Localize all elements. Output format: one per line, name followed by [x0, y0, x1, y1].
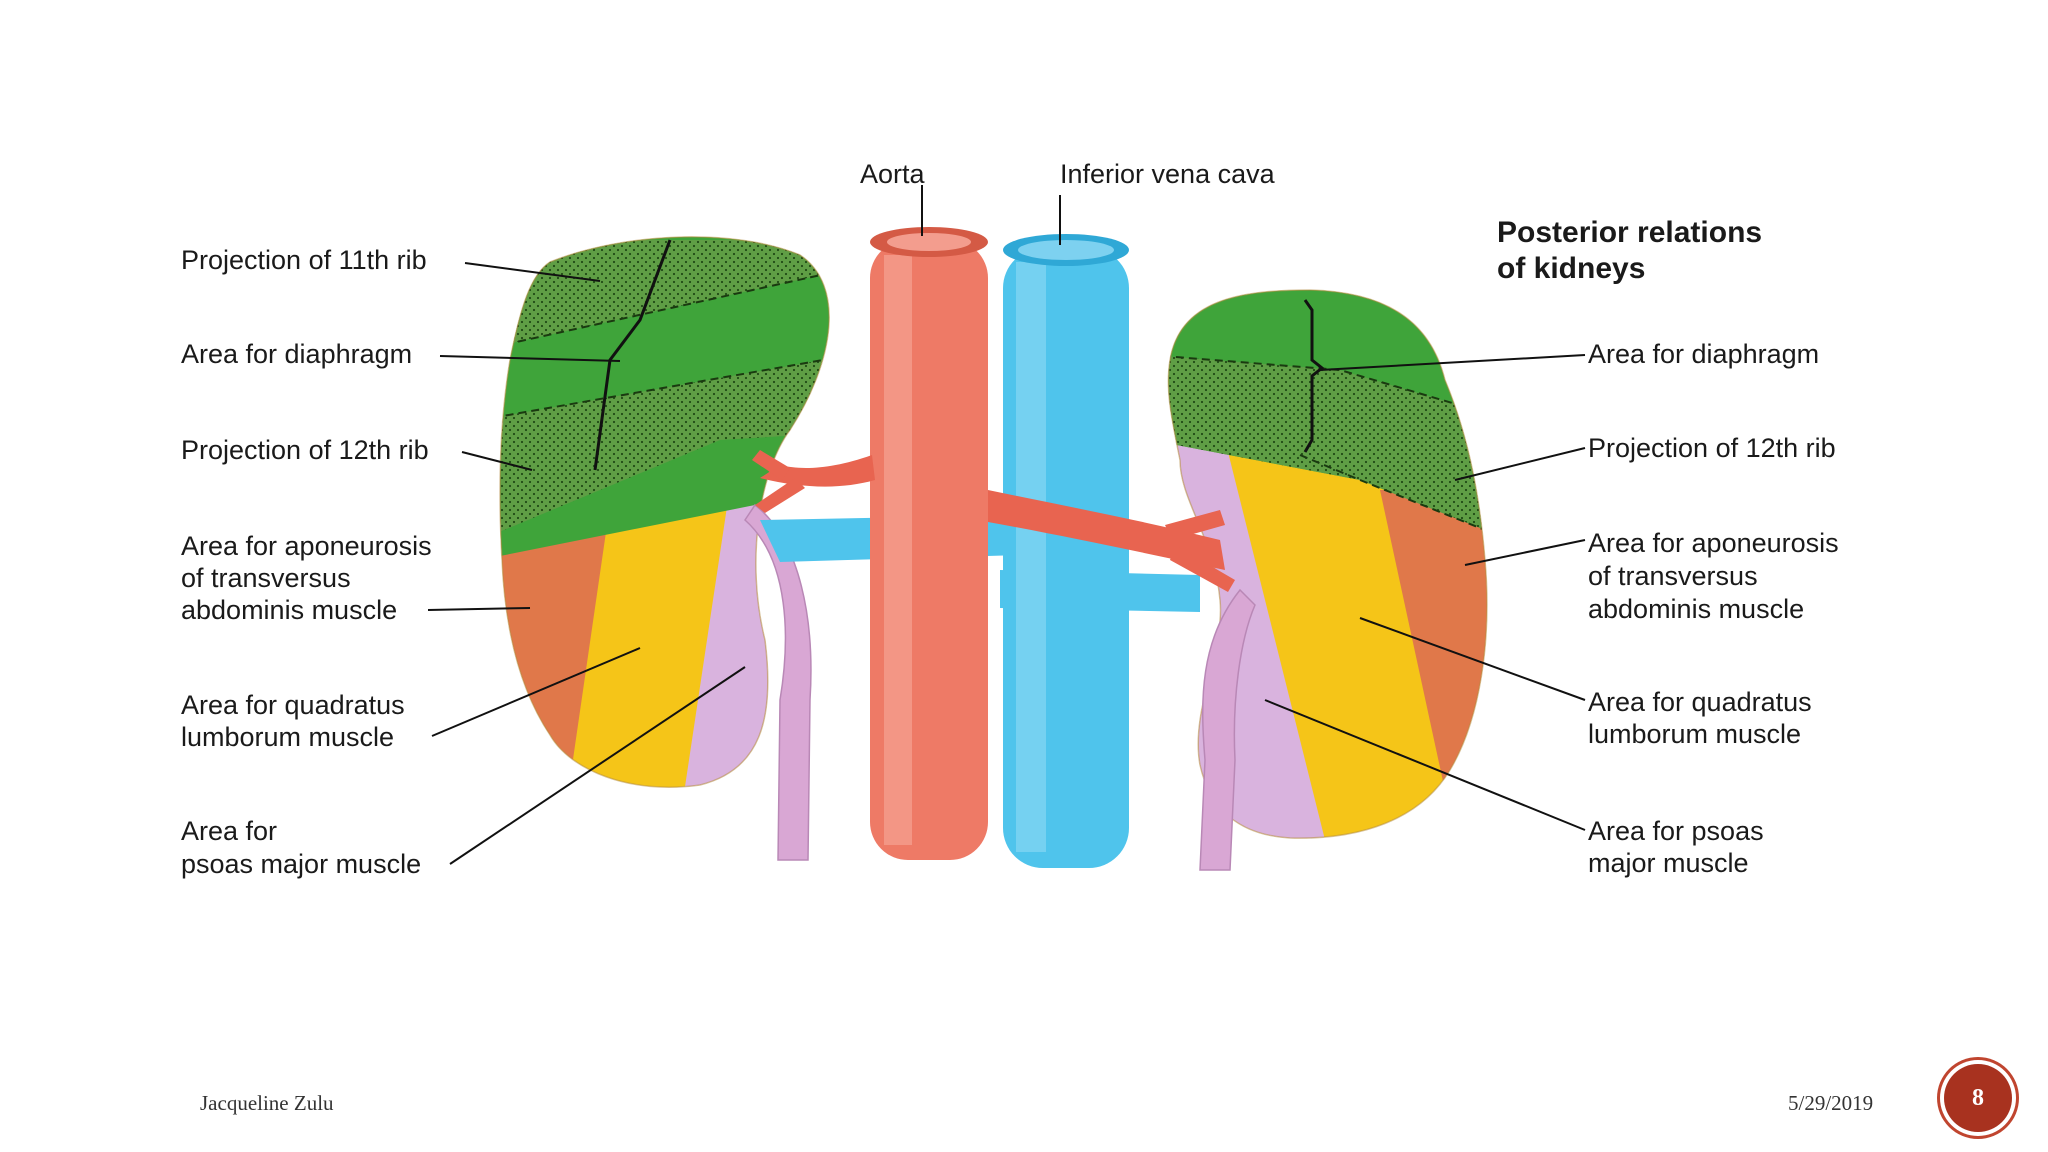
left-11th-rib-band — [500, 240, 830, 350]
leader-left-quadratus — [431, 647, 641, 737]
label-left-quadratus-1: Area for quadratus — [181, 690, 405, 720]
label-right-diaphragm: Area for diaphragm — [1588, 339, 1820, 369]
right-renal-artery — [988, 490, 1225, 570]
label-left-aponeurosis-3: abdominis muscle — [181, 595, 398, 625]
leader-right-psoas — [1264, 699, 1586, 831]
label-left-aponeurosis-1: Area for aponeurosis — [181, 531, 432, 561]
footer-author: Jacqueline Zulu — [200, 1091, 334, 1115]
label-right-12th-rib: Projection of 12th rib — [1588, 433, 1836, 463]
label-left-11th-rib: Projection of 11th rib — [181, 245, 427, 275]
leader-right-aponeurosis — [1464, 539, 1586, 566]
label-left-quadratus-2: lumborum muscle — [181, 722, 395, 752]
aorta — [752, 227, 1235, 860]
label-right-aponeurosis-1: Area for aponeurosis — [1588, 528, 1839, 558]
label-right-psoas-2: major muscle — [1588, 848, 1749, 878]
page-number-badge: 8 — [1944, 1064, 2012, 1132]
leader-left-11th-rib — [464, 262, 601, 282]
leader-right-quadratus — [1359, 617, 1586, 701]
left-renal-artery — [760, 455, 875, 487]
page-number: 8 — [1972, 1084, 1984, 1111]
left-12th-rib-band — [500, 350, 830, 540]
label-left-diaphragm: Area for diaphragm — [181, 339, 413, 369]
label-right-quadratus-1: Area for quadratus — [1588, 687, 1812, 717]
right-12th-rib-band — [1168, 355, 1487, 540]
leader-left-psoas — [449, 666, 746, 865]
leader-right-12th-rib — [1454, 447, 1586, 481]
leader-right-diaphragm — [1319, 354, 1586, 371]
diagram-title-line2: of kidneys — [1497, 252, 1646, 285]
label-inferior-vena-cava: Inferior vena cava — [1060, 159, 1275, 189]
leader-left-12th-rib — [461, 451, 533, 471]
label-right-psoas-1: Area for psoas — [1588, 816, 1764, 846]
label-right-aponeurosis-3: abdominis muscle — [1588, 594, 1805, 624]
leader-left-diaphragm — [439, 355, 621, 362]
label-left-psoas-1: Area for — [181, 816, 278, 846]
label-aorta: Aorta — [860, 159, 925, 189]
right-ureter — [1199, 588, 1256, 871]
label-left-psoas-2: psoas major muscle — [181, 849, 422, 879]
label-left-12th-rib: Projection of 12th rib — [181, 435, 429, 465]
leader-left-aponeurosis — [427, 607, 531, 611]
diagram-title-line1: Posterior relations — [1497, 216, 1763, 249]
label-left-aponeurosis-2: of transversus — [181, 563, 351, 593]
label-right-aponeurosis-2: of transversus — [1588, 561, 1758, 591]
inferior-vena-cava — [1003, 234, 1129, 868]
footer-date: 5/29/2019 — [1788, 1091, 1874, 1115]
label-right-quadratus-2: lumborum muscle — [1588, 719, 1802, 749]
